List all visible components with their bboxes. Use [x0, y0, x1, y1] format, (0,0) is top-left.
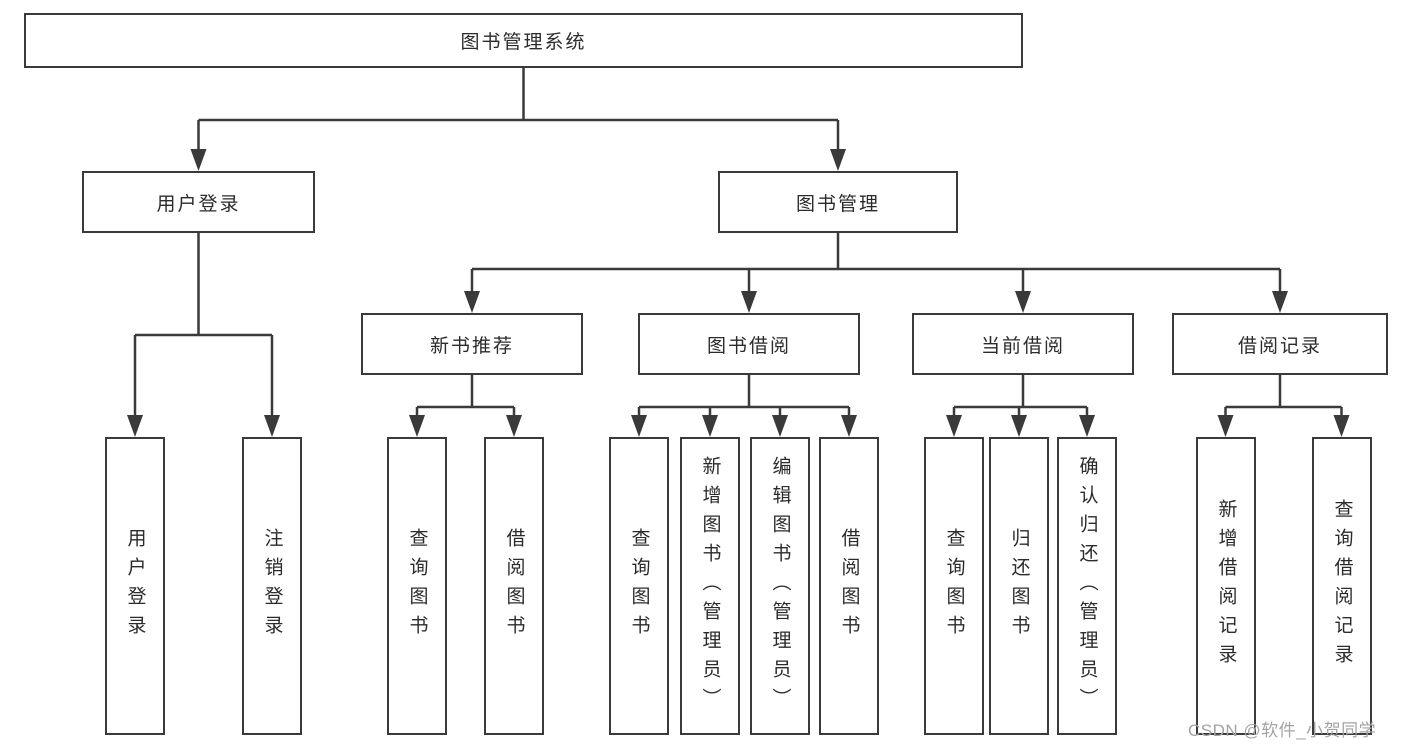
leaf-label: 归还图书	[1008, 528, 1030, 644]
node-new-book-recommend: 新书推荐	[361, 313, 583, 375]
leaf-label: 注销登录	[261, 528, 283, 644]
leaf-add-borrow-record: 新增借阅记录	[1196, 437, 1256, 735]
leaf-return-books: 归还图书	[989, 437, 1049, 735]
node-current-borrowing: 当前借阅	[912, 313, 1134, 375]
leaf-query-books: 查询图书	[387, 437, 447, 735]
leaf-label: 查询借阅记录	[1331, 499, 1353, 673]
leaf-confirm-return-admin: 确认归还（管理员）	[1057, 437, 1117, 735]
leaf-label: 新增借阅记录	[1215, 499, 1237, 673]
leaf-add-books-admin: 新增图书（管理员）	[680, 437, 740, 735]
node-book-management: 图书管理	[718, 171, 958, 233]
leaf-user-login: 用户登录	[105, 437, 165, 735]
leaf-query-books: 查询图书	[609, 437, 669, 735]
leaf-label: 编辑图书（管理员）	[769, 455, 791, 717]
node-book-borrowing: 图书借阅	[638, 313, 860, 375]
leaf-logout: 注销登录	[242, 437, 302, 735]
leaf-label: 确认归还（管理员）	[1076, 455, 1098, 717]
node-library-management-system: 图书管理系统	[24, 13, 1023, 68]
leaf-label: 查询图书	[406, 528, 428, 644]
leaf-borrow-books: 借阅图书	[819, 437, 879, 735]
leaf-query-borrow-record: 查询借阅记录	[1312, 437, 1372, 735]
leaf-label: 新增图书（管理员）	[699, 455, 721, 717]
leaf-label: 查询图书	[943, 528, 965, 644]
leaf-label: 查询图书	[628, 528, 650, 644]
leaf-query-books: 查询图书	[924, 437, 984, 735]
node-borrowing-records: 借阅记录	[1172, 313, 1388, 375]
node-user-login: 用户登录	[82, 171, 315, 233]
leaf-label: 借阅图书	[838, 528, 860, 644]
leaf-edit-books-admin: 编辑图书（管理员）	[750, 437, 810, 735]
leaf-label: 用户登录	[124, 528, 146, 644]
leaf-borrow-books: 借阅图书	[484, 437, 544, 735]
leaf-label: 借阅图书	[503, 528, 525, 644]
watermark: CSDN @软件_小贺同学	[1188, 721, 1377, 740]
